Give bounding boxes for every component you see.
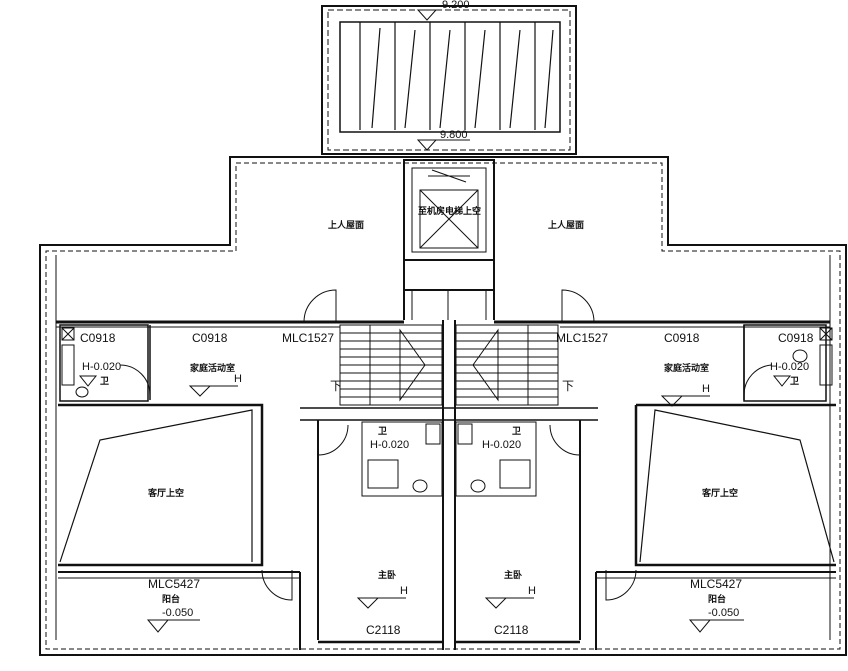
- code-mlc1527-left: MLC1527: [282, 331, 334, 345]
- room-bath-right: 卫: [790, 376, 799, 386]
- room-master-bed-right: 主卧: [504, 569, 522, 580]
- room-living-void-right: 客厅上空: [701, 487, 738, 498]
- code-c2118-left: C2118: [366, 623, 401, 637]
- level-h-master-right: H: [528, 585, 536, 597]
- room-roof-terrace-right: 上人屋面: [548, 219, 584, 230]
- level-h-family-left: H: [234, 373, 242, 385]
- elevation-marker-top: [416, 9, 438, 21]
- lift-shaft: 至机房电梯上空: [403, 159, 495, 320]
- elev-balcony-right: -0.050: [708, 607, 739, 619]
- room-living-void-left: 客厅上空: [147, 487, 184, 498]
- code-mlc5427-left: MLC5427: [148, 577, 200, 591]
- stairs-left: [339, 324, 443, 406]
- living-void-lines: [59, 409, 835, 563]
- outer-wall: [39, 156, 847, 656]
- door-swings: [119, 289, 773, 601]
- level-h-family-right: H: [702, 383, 710, 395]
- stair-down-left: 下: [330, 379, 342, 393]
- code-c0918-left: C0918: [192, 331, 228, 345]
- elev-left-bath: H-0.020: [82, 361, 121, 373]
- top-roof-structure: 9.200 9.800: [321, 0, 577, 155]
- room-bath-center-right: 卫: [512, 426, 521, 436]
- interior-walls: [56, 320, 836, 650]
- code-c0918-left-bath: C0918: [80, 331, 116, 345]
- elevation-marker-roof: [416, 139, 438, 151]
- side-bath-fixtures: [61, 327, 833, 398]
- center-bathrooms: [361, 421, 537, 497]
- elev-balcony-left: -0.050: [162, 607, 193, 619]
- room-family-right: 家庭活动室: [664, 362, 709, 373]
- code-c2118-right: C2118: [494, 623, 529, 637]
- stairs-right: [455, 324, 559, 406]
- code-mlc5427-right: MLC5427: [690, 577, 742, 591]
- code-c0918-right-bath: C0918: [778, 331, 814, 345]
- code-mlc1527-right: MLC1527: [556, 331, 608, 345]
- room-balcony-left: 阳台: [162, 593, 180, 604]
- room-bath-left: 卫: [100, 376, 109, 386]
- room-master-bed-left: 主卧: [378, 569, 396, 580]
- room-balcony-right: 阳台: [708, 593, 726, 604]
- code-c0918-right: C0918: [664, 331, 700, 345]
- elevation-roof: 9.800: [440, 129, 468, 141]
- room-stair-well: 至机房电梯上空: [418, 205, 481, 216]
- level-h-master-left: H: [400, 585, 408, 597]
- room-roof-terrace-left: 上人屋面: [328, 219, 364, 230]
- room-bath-center-left: 卫: [378, 426, 387, 436]
- elev-center-left: H-0.020: [370, 439, 409, 451]
- elev-center-right: H-0.020: [482, 439, 521, 451]
- room-family-left: 家庭活动室: [190, 362, 235, 373]
- elev-right-bath: H-0.020: [770, 361, 809, 373]
- elevation-top: 9.200: [442, 0, 470, 11]
- stair-down-right: 下: [562, 379, 574, 393]
- roof-slope-hatching: [359, 22, 554, 130]
